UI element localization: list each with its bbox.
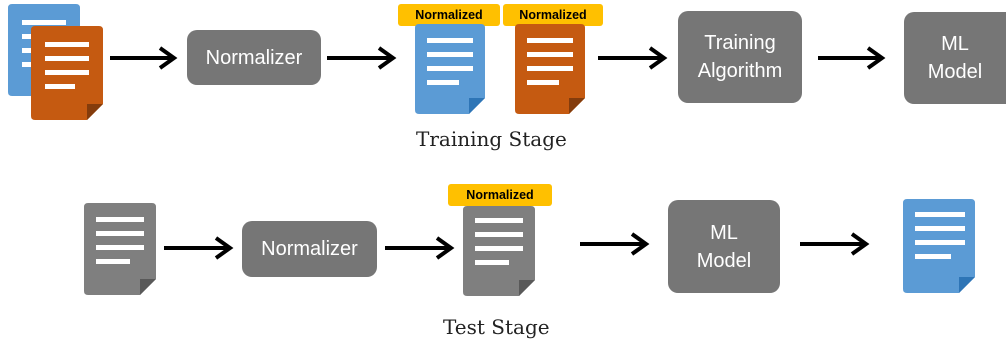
training-normalized-badge-blue: Normalized: [398, 4, 500, 26]
test-arrow-4: [800, 232, 870, 256]
training-normalizer-box: Normalizer: [187, 30, 321, 85]
training-algorithm-box: Training Algorithm: [678, 11, 802, 103]
test-input-doc-gray-icon: [84, 203, 156, 295]
training-algorithm-label: Training Algorithm: [697, 32, 783, 82]
test-arrow-1: [164, 236, 234, 260]
training-stage-label: Training Stage: [416, 127, 567, 151]
training-input-doc-orange-icon: [31, 26, 103, 120]
training-ml-model-box: ML Model: [904, 12, 1006, 104]
test-arrow-3: [580, 232, 650, 256]
test-ml-model-box: ML Model: [668, 200, 780, 293]
training-arrow-3: [598, 46, 668, 70]
training-ml-model-label: ML Model: [927, 33, 983, 83]
training-normalized-badge-orange: Normalized: [503, 4, 603, 26]
training-normalized-doc-orange-icon: [515, 24, 585, 114]
test-normalizer-box: Normalizer: [242, 221, 377, 277]
test-arrow-2: [385, 236, 455, 260]
training-arrow-4: [818, 46, 886, 70]
training-arrow-1: [110, 46, 178, 70]
test-normalized-doc-gray-icon: [463, 206, 535, 296]
test-normalizer-label: Normalizer: [261, 238, 358, 260]
training-normalized-doc-blue-icon: [415, 24, 485, 114]
test-normalized-badge: Normalized: [448, 184, 552, 206]
test-ml-model-label: ML Model: [696, 221, 752, 272]
training-arrow-2: [327, 46, 397, 70]
training-normalizer-label: Normalizer: [205, 46, 303, 69]
test-output-doc-blue-icon: [903, 199, 975, 293]
test-stage-label: Test Stage: [443, 315, 550, 339]
